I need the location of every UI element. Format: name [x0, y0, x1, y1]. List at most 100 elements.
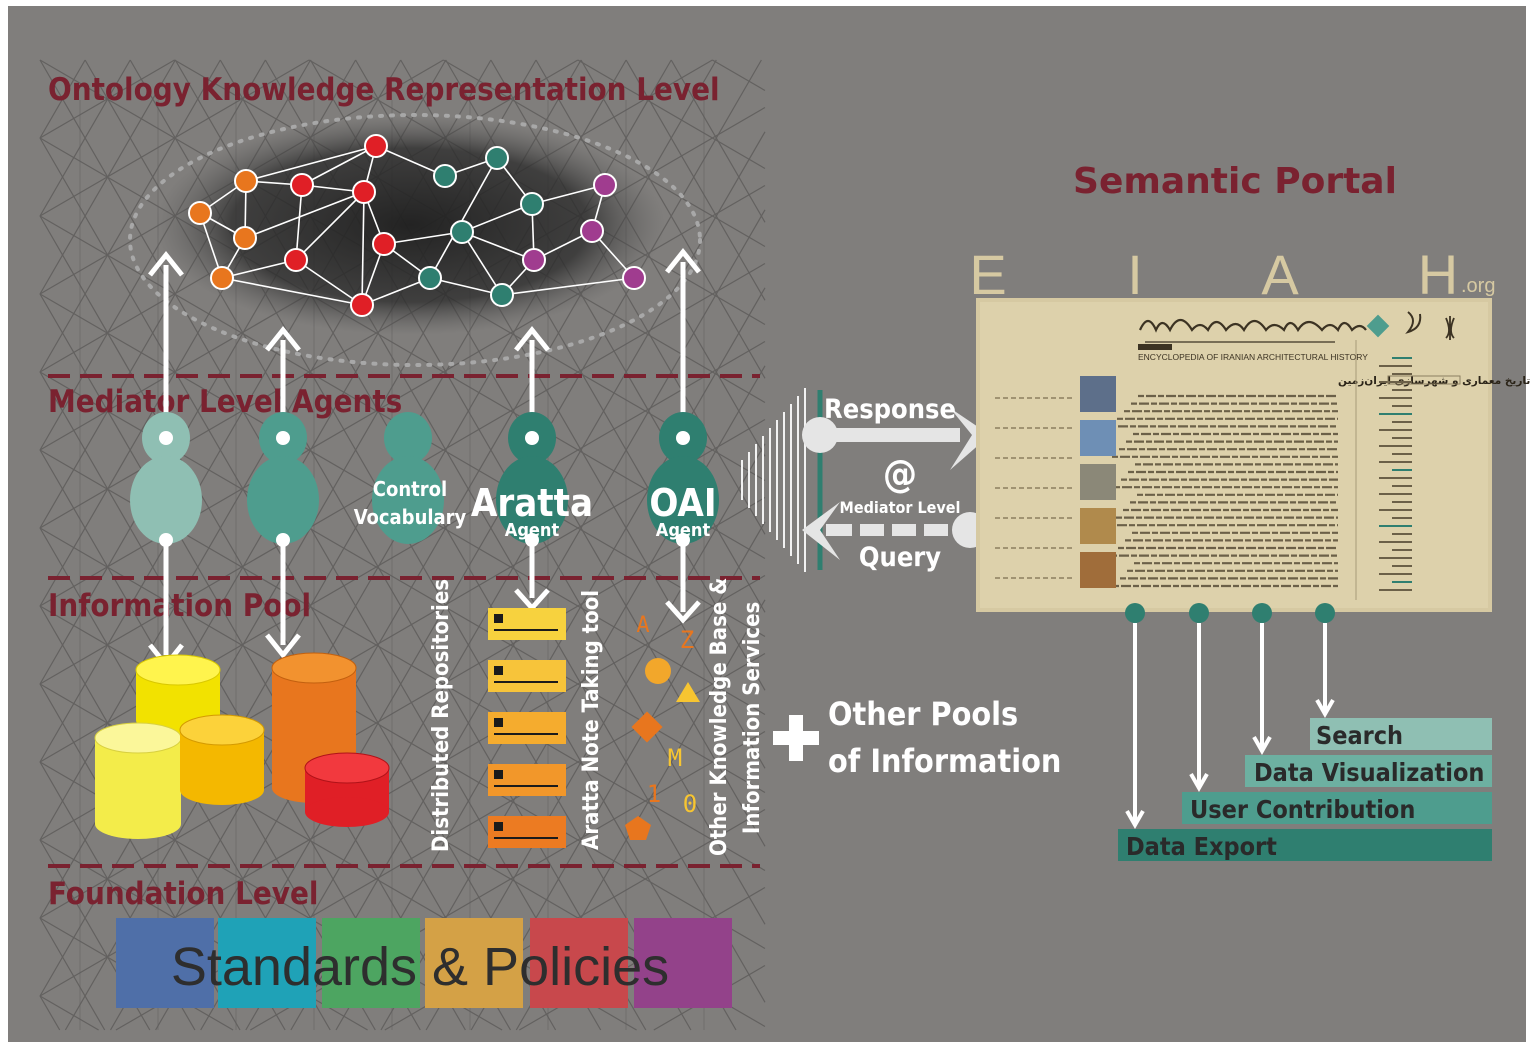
kb-letter-a: A [636, 613, 649, 638]
agent-figure-1 [130, 412, 202, 547]
portal-emblems [1366, 311, 1455, 340]
ontology-node [450, 220, 474, 244]
pattern-line [39, 59, 131, 217]
foundation-block [634, 918, 732, 1008]
ontology-node [372, 232, 396, 256]
response-arrow [802, 408, 990, 470]
pattern-line [39, 215, 512, 1031]
portal-calligraphy-header [1138, 318, 1367, 343]
service-bars [1118, 718, 1492, 861]
aratta-label: Aratta [471, 481, 593, 525]
response-label: Response [824, 394, 956, 425]
plus-sign [773, 715, 819, 761]
mediator-exchange: Response @ Mediator Level Query [741, 388, 990, 573]
data-visualization-label: Data Visualization [1254, 758, 1484, 787]
ontology-node [364, 134, 388, 158]
pale-yellow-cylinder [94, 722, 182, 839]
standards-policies-label: Standards & Policies [171, 937, 669, 997]
ontology-edge [383, 231, 463, 245]
ontology-node [350, 293, 374, 317]
pattern-line [39, 59, 221, 373]
ontology-node [580, 219, 604, 243]
mediator-level-title: Mediator Level Agents [48, 384, 402, 420]
ontology-level-title: Ontology Knowledge Representation Level [48, 72, 720, 108]
control-label: Control [373, 477, 447, 501]
ontology-shadow [155, 115, 665, 335]
oai-agent: OAI Agent [647, 412, 719, 547]
ontology-edge [244, 191, 365, 239]
portal-thumbnail [1080, 420, 1116, 456]
portal-body-text [995, 394, 1338, 588]
kb-digit-1: 1 [647, 780, 661, 808]
control-vocabulary-agent: Control Vocabulary [354, 412, 467, 544]
pattern-line [625, 59, 766, 301]
eiah-logo: E I A H .org [969, 243, 1495, 306]
pattern-line [245, 131, 766, 1031]
oai-agent-label: Agent [656, 520, 711, 541]
foundation-block [218, 918, 316, 1008]
ontology-edge [361, 277, 431, 306]
ontology-edge [361, 191, 365, 306]
ontology-node [233, 226, 257, 250]
kb-triangle [676, 682, 700, 702]
pattern-line [39, 917, 106, 1031]
foundation-block [322, 918, 420, 1008]
other-knowledge-base-label-1: Other Knowledge Base & [707, 578, 732, 856]
note-card-bullet [494, 822, 503, 831]
ontology-edge [461, 203, 533, 233]
query-label: Query [859, 542, 941, 573]
ontology-node [188, 201, 212, 225]
foundation-block [530, 918, 628, 1008]
pattern-line [577, 59, 766, 170]
red-cylinder [304, 752, 390, 827]
portal-thumbnail [1080, 508, 1116, 544]
aratta-note-taking-label: Aratta Note Taking tool [579, 590, 604, 850]
level-separators [48, 374, 760, 868]
portal-heading-fa: طرح دانشنامه تاریخ معماری و شهرسازی ایرا… [1338, 375, 1532, 387]
kb-letter-z: Z [680, 626, 694, 654]
ontology-edge [295, 191, 365, 261]
ontology-node [418, 266, 442, 290]
mediator-level-label: Mediator Level [840, 498, 961, 517]
ontology-edge [501, 277, 635, 296]
other-pools-line2: of Information [828, 742, 1061, 780]
pattern-line [39, 995, 99, 1031]
kb-pentagon [625, 816, 651, 840]
ontology-node [622, 266, 646, 290]
ontology-network [128, 113, 702, 367]
ontology-node [284, 248, 308, 272]
ontology-edge [531, 184, 606, 205]
signal-fan [741, 388, 806, 572]
ontology-node [485, 146, 509, 170]
pattern-line [39, 59, 86, 139]
other-pools-line1: Other Pools [828, 695, 1018, 733]
note-card [488, 608, 566, 640]
service-arrows [1125, 623, 1335, 830]
ontology-edge [375, 145, 446, 177]
portal-thumbnail [1080, 464, 1116, 500]
note-card [488, 712, 566, 744]
ontology-edge [429, 157, 498, 279]
note-card [488, 816, 566, 848]
ontology-edge [221, 277, 363, 306]
ontology-boundary [128, 113, 702, 367]
standards-policies-blocks [116, 918, 732, 1008]
ontology-node [352, 180, 376, 204]
agent-figure-2 [247, 412, 319, 547]
portal-thumbnail [1080, 552, 1116, 588]
at-symbol: @ [883, 452, 917, 496]
ontology-node [234, 169, 258, 193]
pattern-line [39, 293, 466, 1031]
note-card-bullet [494, 718, 503, 727]
user-contribution-label: User Contribution [1190, 795, 1415, 824]
logo-suffix: .org [1461, 275, 1495, 297]
pattern-line [39, 496, 766, 919]
ontology-node [490, 283, 514, 307]
other-knowledge-base-label-2: Information Services [740, 602, 765, 834]
ontology-edge [295, 184, 303, 261]
portal-thumbnails [1080, 376, 1116, 588]
pattern-line [443, 59, 766, 248]
ontology-node [433, 164, 457, 188]
portal-title-en: ENCYCLOPEDIA OF IRANIAN ARCHITECTURAL HI… [1138, 352, 1368, 362]
